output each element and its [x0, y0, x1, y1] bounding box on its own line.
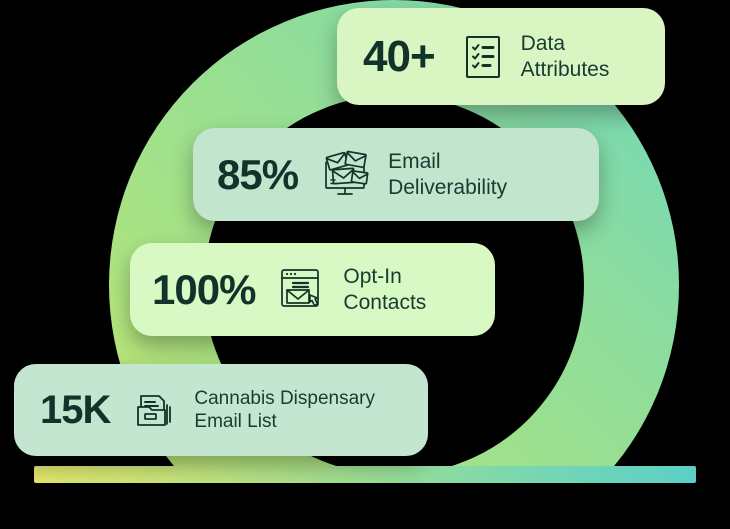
- gradient-base-bar: [34, 466, 696, 483]
- stat-label-cannabis-email-list: Cannabis Dispensary Email List: [194, 387, 375, 432]
- stat-label-opt-in-contacts: Opt-In Contacts: [343, 264, 427, 314]
- file-folder-icon: [132, 387, 178, 433]
- stat-card-cannabis-email-list[interactable]: 15K Cannabis Dispensary Email List: [14, 364, 428, 456]
- stat-value-opt-in-contacts: 100%: [152, 265, 256, 313]
- stat-value-email-deliverability: 85%: [217, 150, 299, 198]
- stat-label-email-deliverability: Email Deliverability: [388, 149, 508, 199]
- checklist-icon: [461, 33, 505, 81]
- stat-card-email-deliverability[interactable]: 85%: [193, 128, 599, 221]
- email-monitor-icon: [320, 150, 372, 200]
- stat-card-opt-in-contacts[interactable]: 100% Opt-In Contacts: [130, 243, 495, 336]
- stat-label-data-attributes: Data Attributes: [520, 31, 610, 81]
- stat-card-data-attributes[interactable]: 40+ Data Attributes: [337, 8, 665, 105]
- browser-optin-click-icon: [277, 265, 327, 315]
- stat-value-data-attributes: 40+: [363, 31, 436, 81]
- stat-value-cannabis-email-list: 15K: [40, 388, 111, 432]
